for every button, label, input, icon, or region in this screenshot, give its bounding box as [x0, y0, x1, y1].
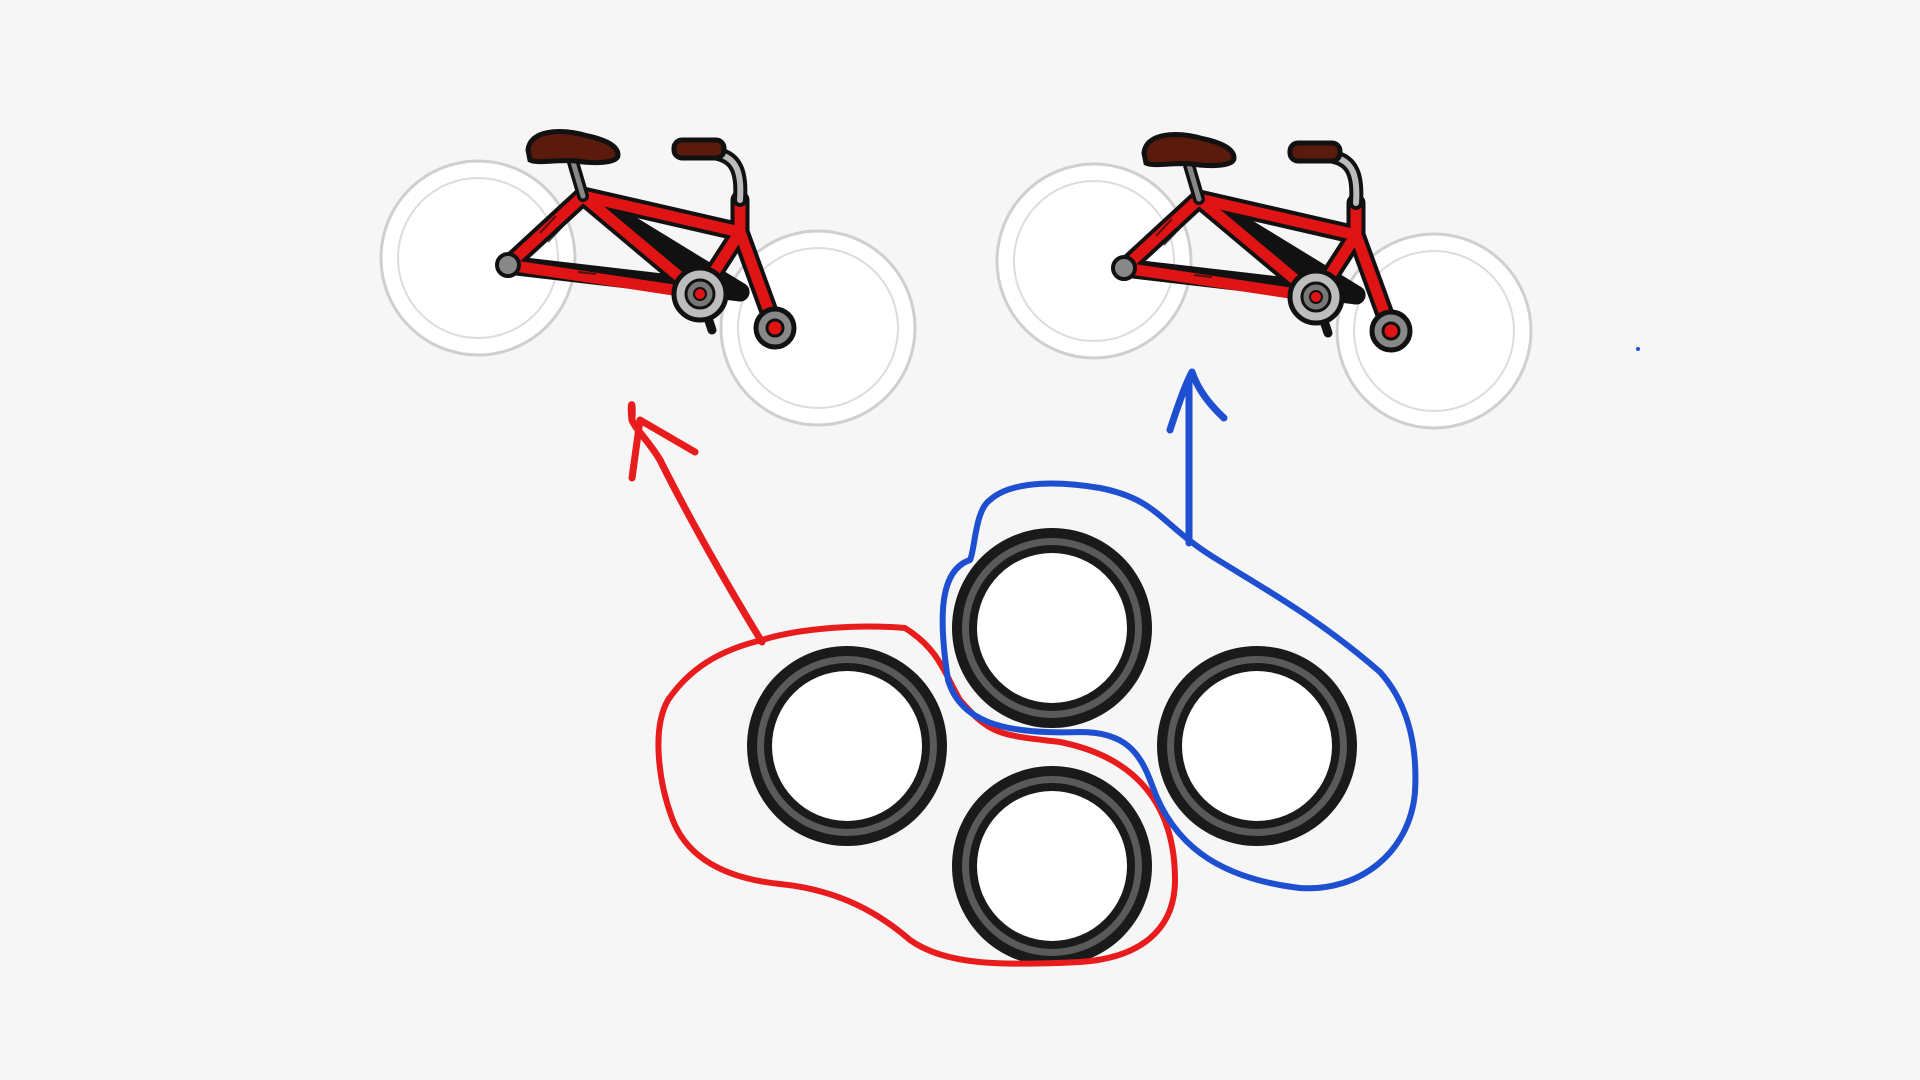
left-group-outline	[655, 623, 1178, 967]
right-bicycle-icon	[997, 135, 1531, 428]
left-bicycle-icon	[381, 132, 915, 425]
left-arrowhead	[628, 416, 699, 482]
left-arrow-icon	[627, 401, 766, 646]
tire-icon-right	[1157, 646, 1357, 846]
tire-icon-top	[952, 528, 1152, 728]
tire-icon-left	[747, 646, 947, 846]
tire-icon-bottom	[952, 766, 1152, 966]
stray-dot	[1636, 347, 1640, 351]
right-arrowhead	[1166, 368, 1228, 434]
